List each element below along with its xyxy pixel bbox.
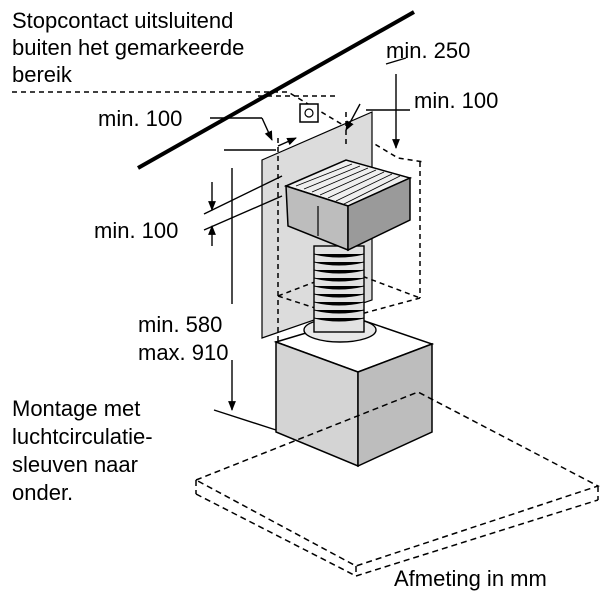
mounting-note-line4: onder. [12, 480, 74, 505]
mounting-note-line2: luchtcirculatie- [12, 424, 153, 449]
min-100-mid-label: min. 100 [94, 218, 179, 243]
socket-icon [299, 103, 319, 123]
socket-note-line2: buiten het gemarkeerde [12, 35, 245, 60]
hood-body [273, 317, 435, 468]
air-duct [313, 245, 365, 333]
socket-note-line3: bereik [12, 62, 72, 87]
canopy-outline [194, 391, 600, 577]
height-min-label: min. 580 [138, 312, 223, 337]
ceiling-line [137, 10, 415, 170]
filter-module [283, 159, 413, 252]
height-max-label: max. 910 [138, 340, 229, 365]
dimension-lines [203, 57, 410, 431]
socket-zone [12, 91, 425, 163]
min-250-label: min. 250 [386, 38, 471, 63]
mounting-note-line3: sleuven naar [12, 452, 138, 477]
units-label: Afmeting in mm [394, 566, 547, 591]
min-100-right-label: min. 100 [414, 88, 499, 113]
mounting-note-line1: Montage met [12, 396, 141, 421]
socket-note-line1: Stopcontact uitsluitend [12, 8, 234, 33]
min-100-left-label: min. 100 [98, 106, 183, 131]
